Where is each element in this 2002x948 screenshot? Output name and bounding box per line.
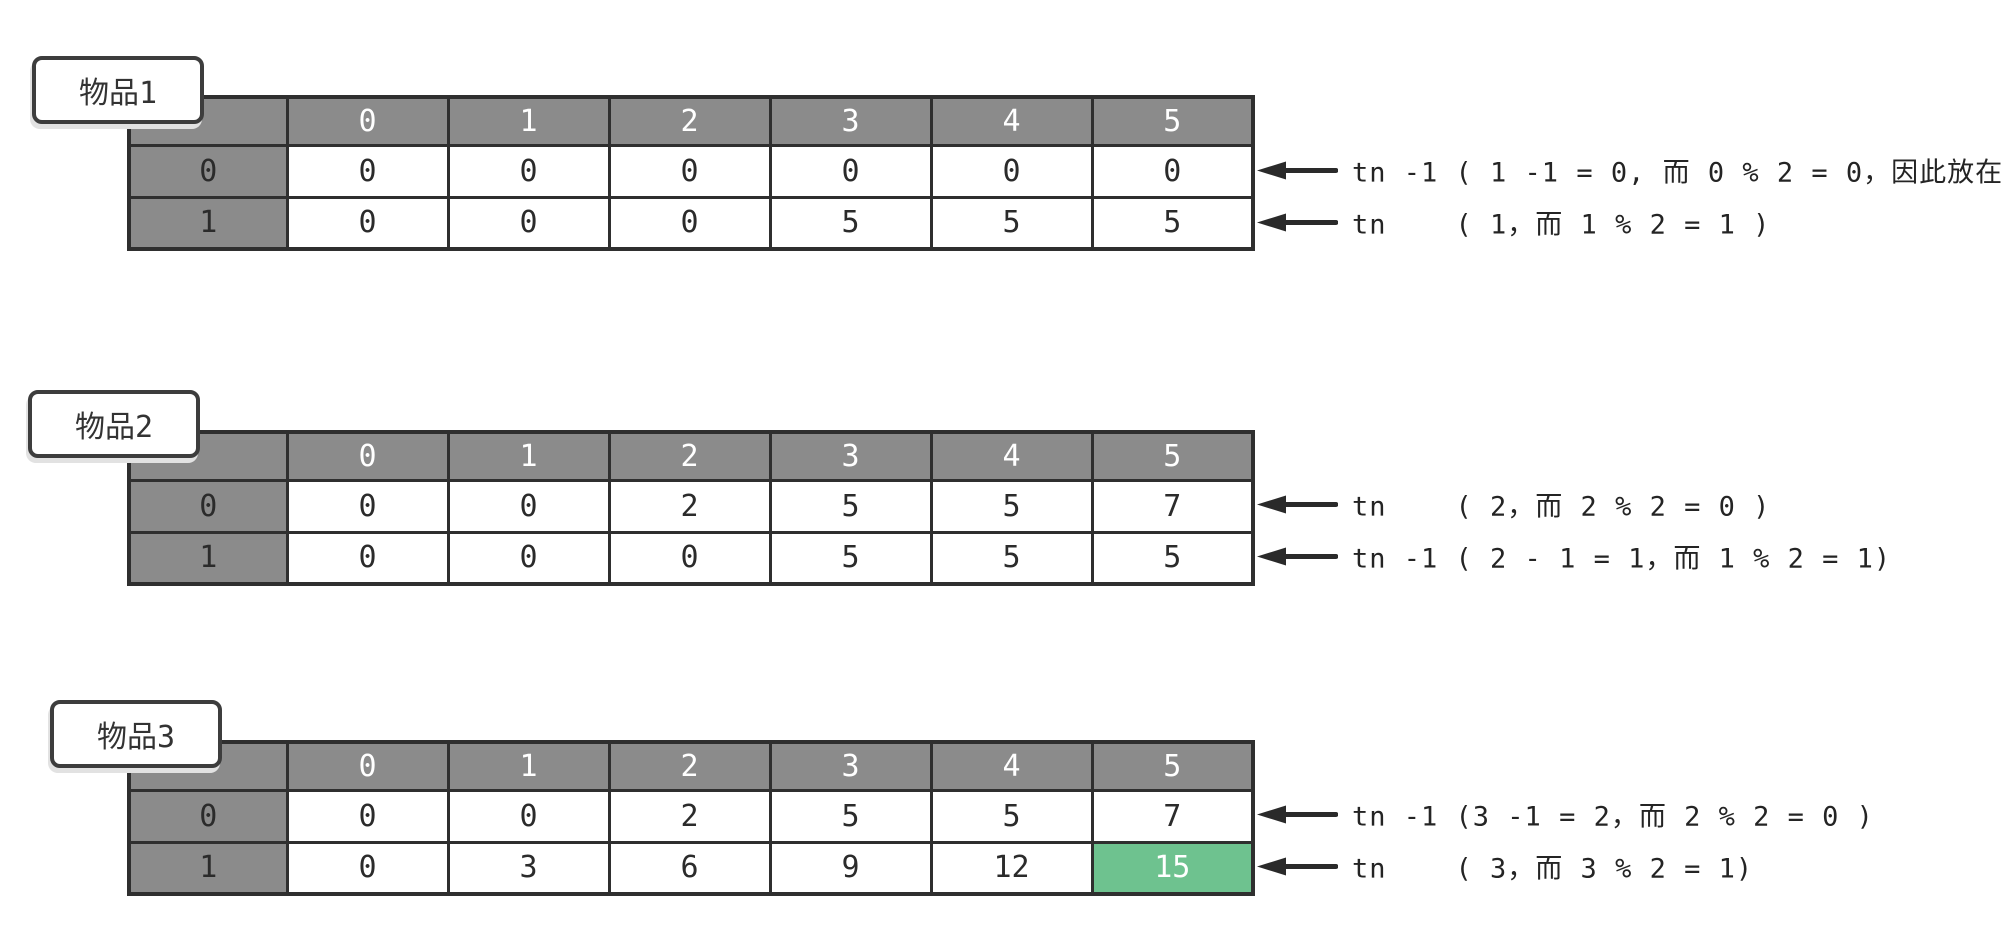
- arrow-left-icon: [1257, 857, 1338, 875]
- column-header: 1: [446, 740, 611, 792]
- table-cell: 7: [1090, 478, 1255, 534]
- header-row: 0 1 2 3 4 5: [127, 740, 1255, 792]
- table-cell: 5: [929, 530, 1094, 586]
- table-cell: 0: [446, 788, 611, 844]
- table-cell: 0: [607, 530, 772, 586]
- table-row: 0 0 0 0 0 0 0: [127, 143, 1255, 199]
- annotation-text: tn ( 2，而 2 % 2 = 0 ): [1352, 491, 1771, 523]
- column-header: 3: [768, 740, 933, 792]
- row-header: 1: [127, 530, 289, 586]
- row-header: 0: [127, 788, 289, 844]
- table-cell: 0: [285, 478, 450, 534]
- dp-table-item1: 0 1 2 3 4 5 0 0 0 0 0 0 0 1 0 0 0 5 5 5: [127, 95, 1255, 251]
- item1-label: 物品1: [32, 56, 204, 124]
- item2-label-text: 物品2: [74, 410, 154, 445]
- column-header: 1: [446, 95, 611, 147]
- table-cell: 3: [446, 840, 611, 896]
- table-cell: 5: [768, 788, 933, 844]
- item2-label: 物品2: [28, 390, 200, 458]
- dp-table-item2: 0 1 2 3 4 5 0 0 0 2 5 5 7 1 0 0 0 5 5 5: [127, 430, 1255, 586]
- table-row: 0 0 0 2 5 5 7: [127, 788, 1255, 844]
- table-cell: 5: [929, 195, 1094, 251]
- table-cell: 0: [446, 143, 611, 199]
- table-cell: 5: [929, 788, 1094, 844]
- table-cell: 0: [446, 478, 611, 534]
- header-row: 0 1 2 3 4 5: [127, 95, 1255, 147]
- table-cell: 0: [446, 195, 611, 251]
- table-cell: 5: [929, 478, 1094, 534]
- table-cell: 0: [285, 788, 450, 844]
- table-cell: 0: [929, 143, 1094, 199]
- table-cell: 0: [285, 195, 450, 251]
- table-cell: 5: [768, 478, 933, 534]
- column-header: 5: [1090, 740, 1255, 792]
- table-row: 1 0 0 0 5 5 5: [127, 530, 1255, 586]
- header-row: 0 1 2 3 4 5: [127, 430, 1255, 482]
- table-cell: 0: [285, 143, 450, 199]
- annotation-item3-row1: tn ( 3，而 3 % 2 = 1): [1256, 847, 1753, 886]
- arrow-left-icon: [1257, 213, 1338, 231]
- item3-label: 物品3: [50, 700, 222, 768]
- table-cell: 7: [1090, 788, 1255, 844]
- table-cell: 0: [1090, 143, 1255, 199]
- item3-label-text: 物品3: [96, 720, 176, 755]
- table-row: 1 0 0 0 5 5 5: [127, 195, 1255, 251]
- annotation-item1-row0: tn -1 ( 1 -1 = 0, 而 0 % 2 = 0，因此放在第 0 行，…: [1256, 151, 2002, 190]
- row-header: 0: [127, 143, 289, 199]
- row-header: 1: [127, 840, 289, 896]
- annotation-text: tn ( 1，而 1 % 2 = 1 ): [1352, 209, 1771, 241]
- table-cell: 0: [285, 530, 450, 586]
- column-header: 3: [768, 430, 933, 482]
- column-header: 2: [607, 740, 772, 792]
- item1-label-text: 物品1: [78, 76, 158, 111]
- table-row: 1 0 3 6 9 12 15: [127, 840, 1255, 896]
- annotation-item2-row1: tn -1 ( 2 - 1 = 1，而 1 % 2 = 1): [1256, 537, 1891, 576]
- highlighted-cell: 15: [1090, 840, 1255, 896]
- annotation-text: tn ( 3，而 3 % 2 = 1): [1352, 853, 1754, 885]
- table-cell: 6: [607, 840, 772, 896]
- annotation-item3-row0: tn -1 (3 -1 = 2，而 2 % 2 = 0 ): [1256, 795, 1874, 834]
- column-header: 5: [1090, 95, 1255, 147]
- column-header: 5: [1090, 430, 1255, 482]
- table-cell: 9: [768, 840, 933, 896]
- table-cell: 0: [285, 840, 450, 896]
- row-header: 1: [127, 195, 289, 251]
- column-header: 0: [285, 95, 450, 147]
- table-cell: 5: [1090, 530, 1255, 586]
- table-cell: 5: [1090, 195, 1255, 251]
- column-header: 1: [446, 430, 611, 482]
- annotation-item1-row1: tn ( 1，而 1 % 2 = 1 ): [1256, 203, 1770, 242]
- annotation-text: tn -1 ( 2 - 1 = 1，而 1 % 2 = 1): [1352, 543, 1892, 575]
- table-cell: 2: [607, 788, 772, 844]
- column-header: 4: [929, 430, 1094, 482]
- dp-table-item3: 0 1 2 3 4 5 0 0 0 2 5 5 7 1 0 3 6 9 12 1…: [127, 740, 1255, 896]
- table-cell: 12: [929, 840, 1094, 896]
- column-header: 4: [929, 95, 1094, 147]
- arrow-left-icon: [1257, 547, 1338, 565]
- table-cell: 2: [607, 478, 772, 534]
- table-cell: 5: [768, 195, 933, 251]
- arrow-left-icon: [1257, 161, 1338, 179]
- column-header: 2: [607, 430, 772, 482]
- column-header: 0: [285, 740, 450, 792]
- column-header: 0: [285, 430, 450, 482]
- table-cell: 0: [607, 195, 772, 251]
- table-cell: 0: [768, 143, 933, 199]
- annotation-text: tn -1 (3 -1 = 2，而 2 % 2 = 0 ): [1352, 801, 1874, 833]
- table-cell: 0: [607, 143, 772, 199]
- column-header: 2: [607, 95, 772, 147]
- table-cell: 0: [446, 530, 611, 586]
- table-cell: 5: [768, 530, 933, 586]
- annotation-text: tn -1 ( 1 -1 = 0, 而 0 % 2 = 0，因此放在第 0 行，…: [1352, 157, 2002, 189]
- column-header: 3: [768, 95, 933, 147]
- arrow-left-icon: [1257, 495, 1338, 513]
- arrow-left-icon: [1257, 805, 1338, 823]
- column-header: 4: [929, 740, 1094, 792]
- table-row: 0 0 0 2 5 5 7: [127, 478, 1255, 534]
- annotation-item2-row0: tn ( 2，而 2 % 2 = 0 ): [1256, 485, 1770, 524]
- row-header: 0: [127, 478, 289, 534]
